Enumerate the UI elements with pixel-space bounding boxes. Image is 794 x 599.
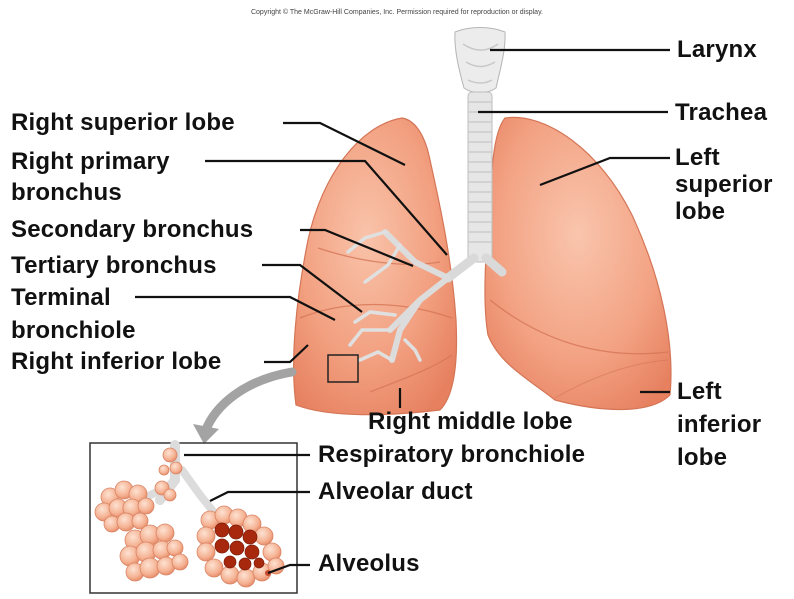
left-lung xyxy=(485,117,671,409)
right-lung-shape xyxy=(294,118,457,415)
left-lung-shape xyxy=(485,117,671,409)
label-right-superior-lobe: Right superior lobe xyxy=(11,109,235,136)
right-lung xyxy=(294,118,457,415)
label-terminal-bronchiole: Terminal bronchiole xyxy=(11,284,136,344)
label-right-middle-lobe: Right middle lobe xyxy=(368,408,573,435)
label-right-primary-bronchus: Right primary bronchus xyxy=(11,148,170,206)
trachea xyxy=(468,92,492,262)
larynx xyxy=(455,28,505,93)
magnify-arrow xyxy=(193,372,292,444)
label-respiratory-bronchiole: Respiratory bronchiole xyxy=(318,441,585,468)
label-left-superior-lobe: Left superior lobe xyxy=(675,144,773,225)
label-left-inferior-lobe: Left inferior lobe xyxy=(677,378,761,471)
label-trachea: Trachea xyxy=(675,99,767,126)
label-tertiary-bronchus: Tertiary bronchus xyxy=(11,252,217,279)
label-secondary-bronchus: Secondary bronchus xyxy=(11,216,253,243)
label-alveolar-duct: Alveolar duct xyxy=(318,478,473,505)
label-alveolus: Alveolus xyxy=(318,550,420,577)
label-right-inferior-lobe: Right inferior lobe xyxy=(11,348,221,375)
label-larynx: Larynx xyxy=(677,36,757,63)
